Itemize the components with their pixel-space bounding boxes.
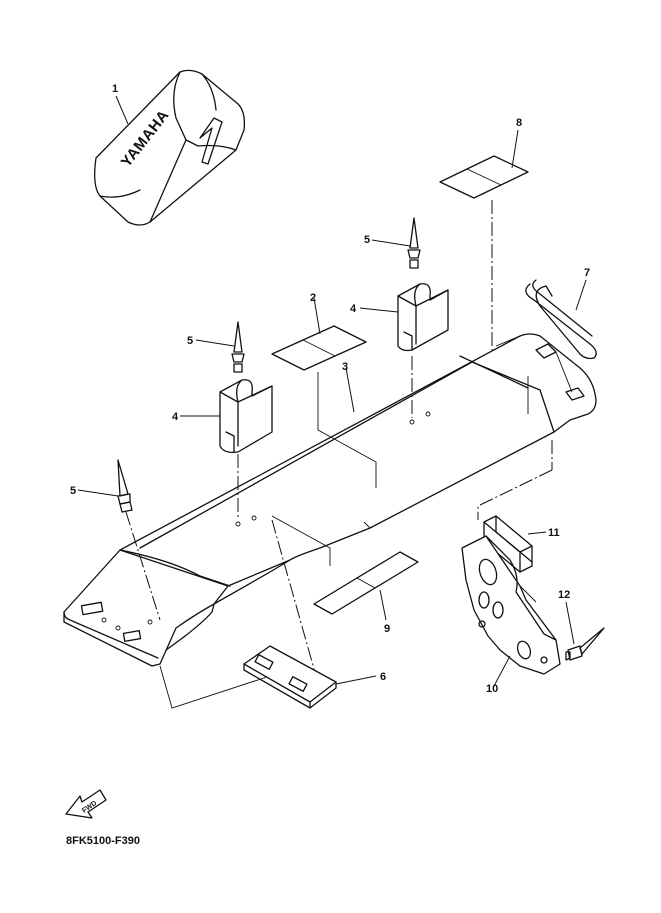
callout-5-upper: 5 — [364, 234, 370, 246]
callout-labels: 1 2 3 4 4 5 5 5 6 7 8 9 10 11 12 — [70, 83, 590, 695]
part-4-bracket-upper[interactable] — [397, 283, 449, 352]
part-9-label[interactable] — [313, 551, 419, 615]
callout-6: 6 — [380, 671, 386, 683]
part-3-tray[interactable] — [63, 333, 597, 667]
part-5-rivet-b[interactable] — [231, 321, 245, 373]
callout-1: 1 — [112, 83, 118, 95]
callout-2: 2 — [310, 292, 316, 304]
callout-4-upper: 4 — [350, 303, 357, 315]
callout-8: 8 — [516, 117, 522, 129]
diagram-code: 8FK5100-F390 — [66, 835, 140, 847]
callout-5-middle: 5 — [187, 335, 193, 347]
callout-5-lower: 5 — [70, 485, 76, 497]
part-12-screw[interactable] — [565, 627, 605, 661]
callout-4-lower: 4 — [172, 411, 179, 423]
part-7-clip[interactable] — [525, 279, 597, 360]
callout-7: 7 — [584, 267, 590, 279]
part-5-rivet-c[interactable] — [117, 459, 133, 513]
part-5-rivet-a[interactable] — [407, 217, 421, 269]
part-8-label[interactable] — [439, 155, 529, 199]
leader-lines — [77, 95, 587, 687]
callout-11: 11 — [548, 527, 560, 539]
callout-10: 10 — [486, 683, 498, 695]
part-2-label[interactable] — [271, 325, 367, 371]
part-11-block[interactable] — [483, 515, 533, 573]
callout-12: 12 — [558, 589, 570, 601]
part-4-bracket-lower[interactable] — [219, 379, 273, 454]
callout-3: 3 — [342, 361, 348, 373]
part-1-cover[interactable]: YAMAHA — [94, 69, 246, 226]
callout-9: 9 — [384, 623, 390, 635]
part-6-plate[interactable] — [243, 645, 337, 709]
fwd-arrow-icon: FWD — [65, 789, 107, 819]
part-10-panel[interactable] — [461, 535, 561, 675]
